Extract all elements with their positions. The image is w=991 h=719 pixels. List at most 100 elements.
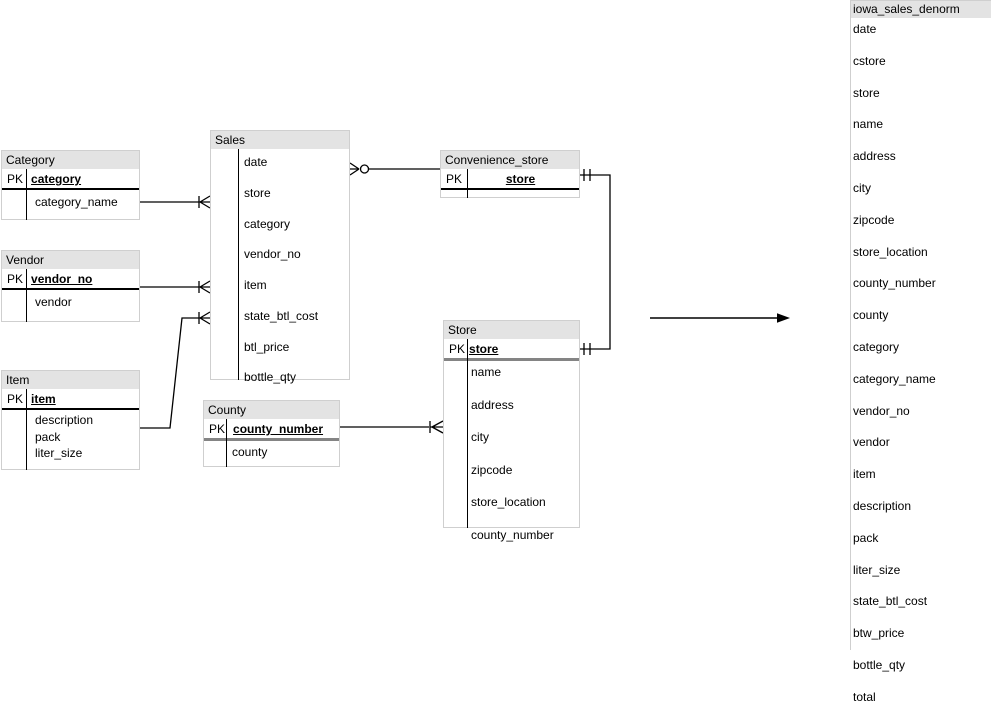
pk-field-name: county_number [233,422,324,436]
field: category_name [853,371,936,386]
pk-row: PK store [444,340,579,361]
pk-field-name: category [31,172,82,186]
pk-row: PK category [2,170,139,190]
field: name [471,365,502,379]
field: bottle_qty [853,657,906,672]
field-list: date cstore store name address city zipc… [851,19,991,719]
pk-row: PK item [2,390,139,410]
field-list: vendor [2,290,139,311]
field: date [244,155,268,169]
pk-label: PK [449,342,466,356]
pk-label: PK [7,172,24,186]
field-list: name address city zipcode store_location… [444,361,579,556]
field: bottle_qty [244,370,297,385]
field: state_btl_cost [853,594,928,609]
relationship-item-sales [140,311,211,429]
entity-title: iowa_sales_denorm [851,1,991,19]
pk-label: PK [7,272,24,286]
field: zipcode [471,462,513,477]
field: address [853,149,896,164]
entity-title: County [204,401,339,420]
pk-field-name: vendor_no [31,272,93,286]
entity-store[interactable]: Store PK store name address city zipcode… [443,320,580,542]
pk-column-divider [26,389,27,470]
pk-column-divider [26,169,27,220]
entity-title: Store [444,321,579,340]
field: item [853,467,876,482]
field: address [471,397,514,412]
relationship-sales-convenience-store [349,162,440,176]
pk-field-name: store [469,342,499,356]
field: date [853,22,877,36]
field: category_name [35,195,118,209]
relationship-vendor-sales [140,280,211,294]
entity-category[interactable]: Category PK category category_name [1,150,140,220]
arrow-head-icon [777,313,790,323]
entity-title: Item [2,371,139,390]
field-list: date store category vendor_no item state… [211,150,349,427]
pk-column-divider [238,149,239,380]
entity-title: Category [2,151,139,170]
double-tick-icon [583,343,591,355]
entity-title: Sales [211,131,349,150]
field: description [853,498,912,513]
field: state_btl_cost [244,308,319,323]
field: zipcode [853,212,895,227]
field: vendor_no [244,247,301,262]
field: vendor [35,295,72,309]
field: cstore [853,53,886,68]
zero-circle-icon [359,164,370,174]
field: store [244,185,271,200]
field: city [471,430,489,444]
pk-row: PK store [441,170,579,190]
field: county_number [853,276,936,291]
field: county_number [471,527,554,542]
crow-foot-icon [199,195,211,209]
entity-county[interactable]: County PK county_number county [203,400,340,467]
pk-column-divider [226,419,227,467]
pk-field-name: store [505,172,536,186]
field: city [853,180,871,195]
entity-sales[interactable]: Sales date store category vendor_no item… [210,130,350,415]
pk-column-divider [26,269,27,322]
pk-label: PK [209,422,226,436]
field: pack [35,429,61,444]
field-list: description pack liter_size [2,410,139,462]
field: county [853,308,889,323]
entity-iowa-sales-denorm[interactable]: iowa_sales_denorm date cstore store name… [850,0,991,704]
field: total [853,689,876,704]
pk-row: PK county_number [204,420,339,441]
entity-vendor[interactable]: Vendor PK vendor_no vendor [1,250,140,322]
field: description [35,413,94,427]
relationship-category-sales [140,195,211,209]
double-tick-icon [583,169,591,181]
entity-item[interactable]: Item PK item description pack liter_size [1,370,140,470]
pk-row: PK vendor_no [2,270,139,290]
relationship-line [580,174,611,350]
field: vendor [853,435,890,450]
field: vendor_no [853,403,910,418]
pk-field-name: item [31,392,56,406]
relationship-county-store [340,420,444,434]
er-diagram-canvas: Category PK category category_name Vendo… [1,0,991,704]
pk-column-divider [467,169,468,198]
relationship-convenience-store-store [580,169,611,355]
entity-title: Vendor [2,251,139,270]
field: category [853,339,900,354]
field: category [244,216,291,231]
entity-convenience-store[interactable]: Convenience_store PK store [440,150,580,198]
field: county [232,445,268,459]
field: pack [853,530,879,545]
entity-title: Convenience_store [441,151,579,170]
crow-foot-icon [430,420,444,434]
pk-label: PK [7,392,24,406]
crow-foot-icon [349,162,360,176]
field: name [853,117,884,132]
field: btw_price [853,626,905,641]
field: liter_size [35,446,83,460]
field: store [853,85,880,100]
field-list: county [204,441,339,461]
crow-foot-icon [199,311,211,325]
relationship-line [140,317,199,429]
field: store_location [853,244,928,259]
